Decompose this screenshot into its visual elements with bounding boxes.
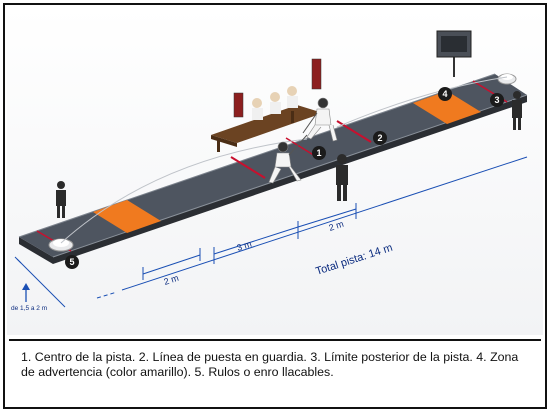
dimension-lines: [14, 156, 528, 308]
judges-table: [211, 58, 323, 152]
warning-zone-left: [93, 200, 161, 233]
fencing-piste-illustration: 1 2 3 4 5: [7, 7, 543, 335]
guard-line-left: [230, 156, 266, 179]
wire-right: [336, 76, 508, 128]
label-2m-center: 2 m: [328, 219, 345, 233]
marker-4: 4: [438, 87, 452, 101]
width-arrow: [22, 283, 30, 302]
reel-left: [48, 238, 74, 252]
svg-text:5: 5: [69, 257, 74, 267]
svg-text:4: 4: [442, 89, 447, 99]
caption-text: 1. Centro de la pista. 2. Línea de puest…: [21, 350, 519, 379]
caption: 1. Centro de la pista. 2. Línea de puest…: [9, 339, 541, 405]
referee-left: [56, 181, 66, 218]
label-3m: 3 m: [236, 239, 253, 253]
marker-2: 2: [373, 131, 387, 145]
referee-right: [512, 91, 522, 130]
marker-5: 5: [65, 255, 79, 269]
svg-text:2: 2: [377, 133, 382, 143]
svg-text:1: 1: [316, 148, 321, 158]
wire-left: [60, 138, 308, 244]
scoreboard: [436, 30, 472, 77]
label-width: de 1,5 a 2 m: [11, 305, 47, 312]
marker-1: 1: [312, 146, 326, 160]
piste-back-edge: [18, 73, 496, 238]
svg-text:3: 3: [494, 95, 499, 105]
figure-frame: 1 2 3 4 5: [3, 3, 547, 409]
label-2m-lower: 2 m: [163, 273, 180, 287]
fencer-right: [302, 97, 338, 142]
referee-center: [336, 154, 348, 201]
reel-right: [497, 73, 517, 85]
piste-surface: [19, 74, 527, 257]
fencer-left: [268, 134, 308, 184]
warning-zone-right: [413, 91, 481, 124]
marker-3: 3: [490, 93, 504, 107]
